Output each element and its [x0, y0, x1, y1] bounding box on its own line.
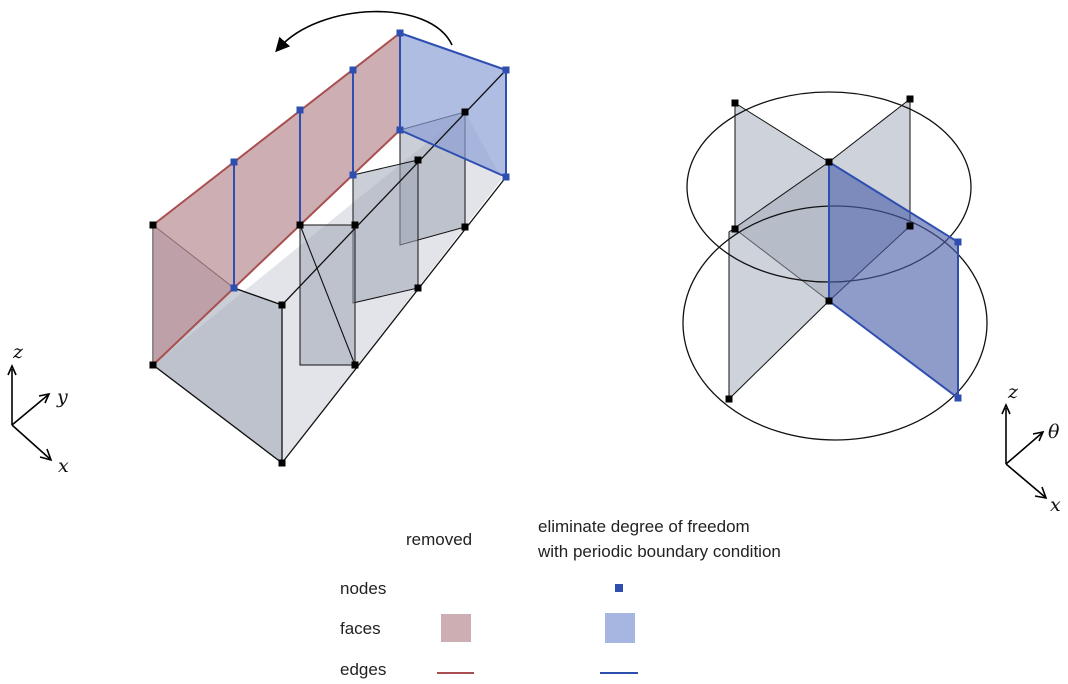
node	[906, 95, 914, 103]
cylindrical-mesh	[682, 91, 988, 441]
node	[825, 297, 833, 305]
left-x-label: x	[58, 455, 69, 477]
periodic-node	[502, 66, 510, 74]
node	[731, 225, 739, 233]
cylinder-black-nodes	[725, 95, 914, 403]
left-y-label: y	[56, 386, 68, 408]
legend-removed-face-swatch	[441, 614, 471, 642]
periodic-face	[829, 162, 958, 398]
periodic-face-outline	[828, 161, 959, 401]
periodic-node	[502, 173, 510, 181]
legend-periodic-node-swatch	[615, 584, 623, 592]
legend-removed-header: removed	[406, 530, 472, 549]
periodic-node	[296, 106, 304, 114]
cross-edge-2	[299, 224, 356, 366]
legend-row-edges: edges	[340, 660, 386, 679]
x-axis-line	[11, 424, 51, 460]
node	[278, 459, 286, 467]
node	[149, 361, 157, 369]
node	[414, 156, 422, 164]
black-nodes	[149, 108, 469, 467]
cylinder-periodic-nodes	[954, 238, 962, 402]
theta-axis-line	[1005, 432, 1043, 465]
y-axis-line	[11, 394, 49, 426]
left-z-label: z	[12, 341, 24, 363]
legend-periodic-header-line2: with periodic boundary condition	[537, 542, 781, 561]
curved-arrow-icon	[275, 10, 453, 53]
node	[149, 221, 157, 229]
legend: removed eliminate degree of freedom with…	[340, 517, 781, 679]
right-theta-label: θ	[1048, 421, 1060, 443]
removed-back-face	[153, 33, 400, 365]
periodic-node	[954, 238, 962, 246]
right-x-label: x	[1050, 494, 1061, 516]
node	[414, 284, 422, 292]
node	[725, 395, 733, 403]
periodic-node	[396, 29, 404, 37]
legend-row-faces: faces	[340, 619, 381, 638]
legend-row-nodes: nodes	[340, 579, 386, 598]
left-axes	[7, 364, 53, 462]
removed-top-edge	[152, 32, 401, 226]
right-z-label: z	[1007, 381, 1019, 403]
periodic-node	[230, 158, 238, 166]
y-arrowhead	[38, 392, 51, 404]
x-axis-line	[1005, 463, 1046, 498]
theta-arrowhead	[1032, 430, 1045, 442]
x-arrowhead	[1034, 486, 1048, 500]
node	[351, 221, 359, 229]
removed-bottom-edge	[152, 129, 401, 366]
node	[731, 99, 739, 107]
z-arrowhead	[7, 364, 17, 376]
periodic-nodes	[230, 29, 510, 292]
legend-periodic-face-swatch	[605, 613, 635, 643]
periodic-node	[349, 66, 357, 74]
legend-periodic-header-line1: eliminate degree of freedom	[538, 517, 750, 536]
node	[461, 223, 469, 231]
node	[825, 158, 833, 166]
cartesian-mesh	[149, 10, 510, 467]
node	[906, 222, 914, 230]
x-arrowhead	[39, 448, 53, 462]
periodic-node	[349, 171, 357, 179]
right-axes	[1001, 403, 1048, 500]
periodic-node	[396, 126, 404, 134]
periodic-node	[954, 394, 962, 402]
node	[278, 301, 286, 309]
gray-vertical-face-3	[352, 159, 419, 304]
node	[461, 108, 469, 116]
periodic-node	[230, 284, 238, 292]
z-arrowhead	[1001, 403, 1011, 415]
node	[351, 361, 359, 369]
node	[296, 221, 304, 229]
